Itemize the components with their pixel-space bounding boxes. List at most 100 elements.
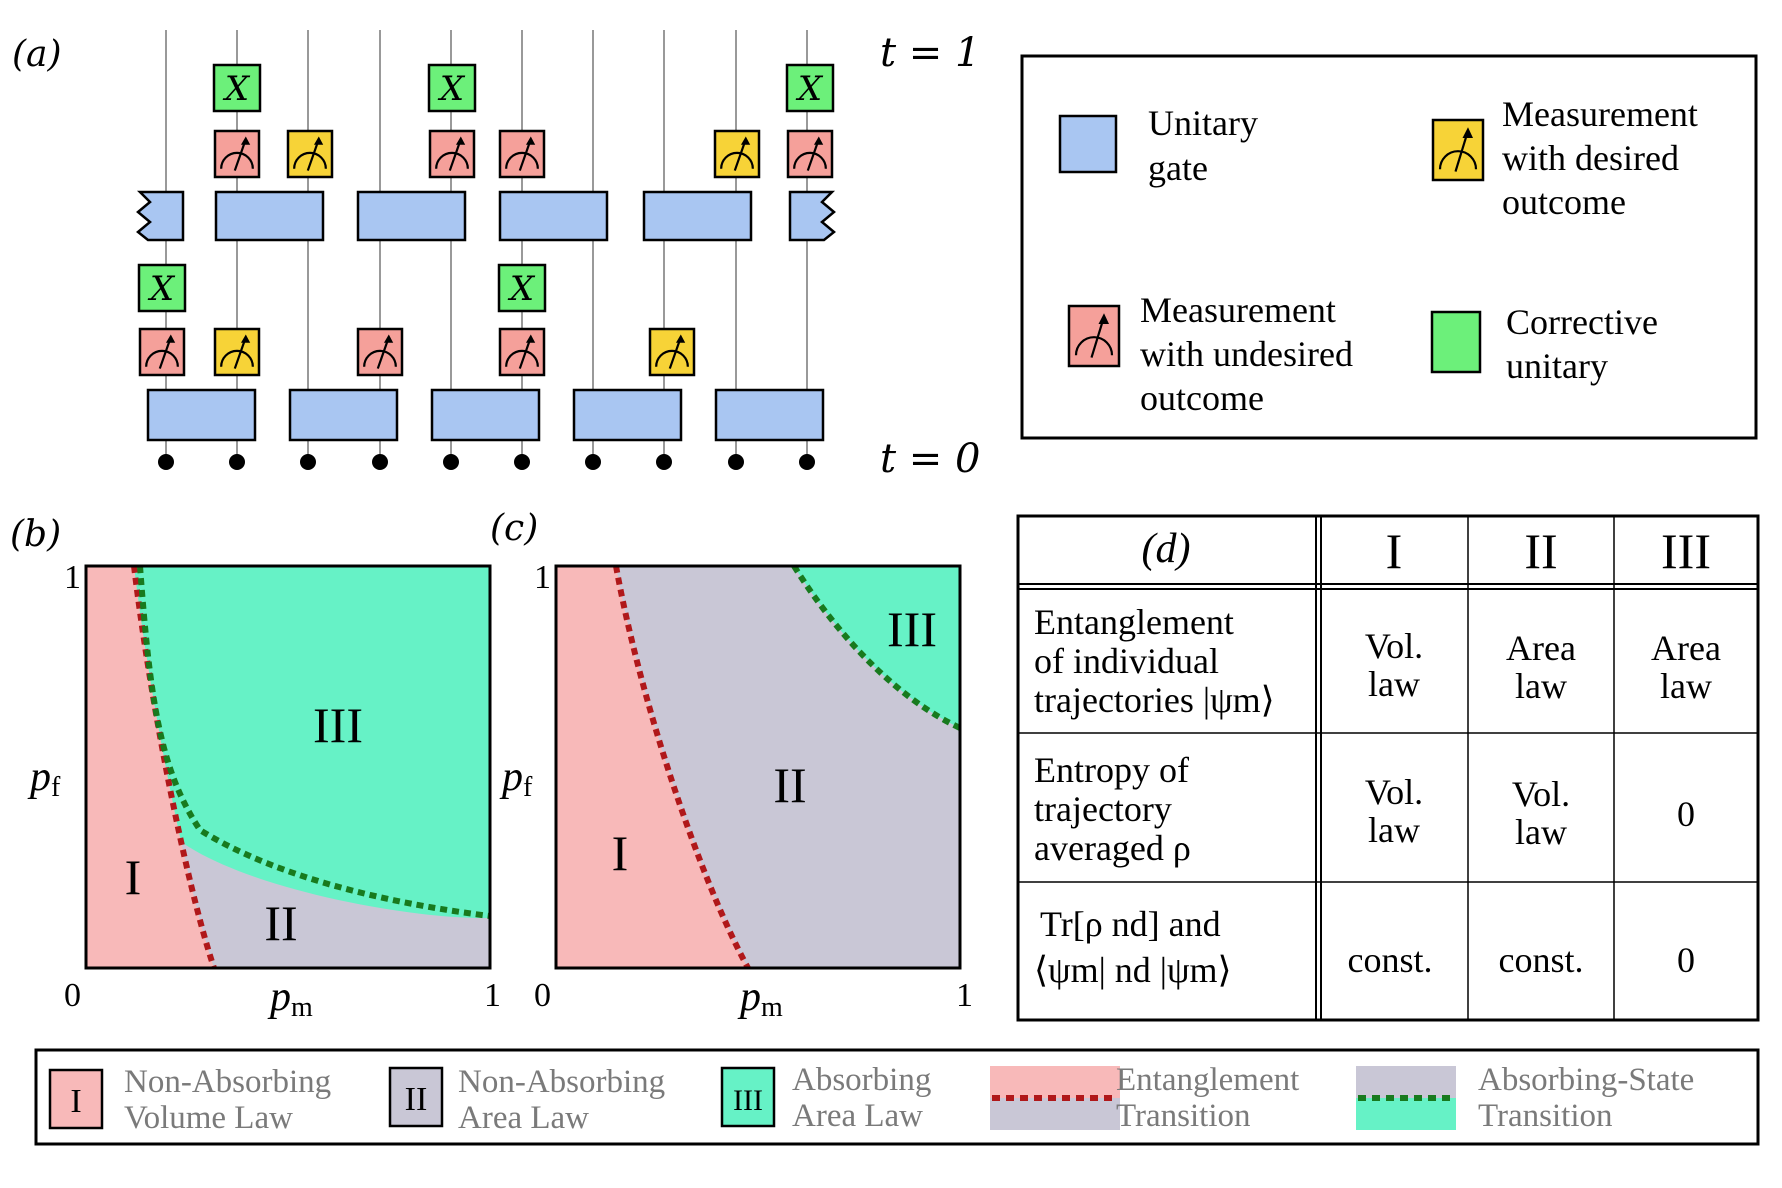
legend-entanglement-line2: Transition [1116, 1098, 1250, 1134]
corrective-unitary [212, 63, 262, 113]
table-row3-I-value: const. [1348, 940, 1433, 980]
entanglement-transition-line-b [131, 565, 217, 969]
unitary-gate [356, 190, 467, 242]
legend-region-III-line2: Area Law [792, 1098, 923, 1134]
region-label-III-c: III [887, 601, 937, 657]
legend-region-I-line1: Non-Absorbing [124, 1064, 331, 1100]
legend-undesired-line3: outcome [1140, 378, 1264, 418]
unitary-gate [642, 190, 753, 242]
legend-absorbing-line2: Transition [1478, 1098, 1612, 1134]
circuit-legend: Unitary gate Measurement with desired ou… [1020, 54, 1758, 440]
corrective-unitary [785, 63, 835, 113]
desired-measurement [213, 327, 261, 377]
corrective-label: X [795, 69, 824, 109]
legend-region-III-symbol: III [733, 1084, 763, 1117]
table-row1-label-line1: Entanglement [1034, 602, 1234, 642]
table-row1-II-line1: Area [1506, 628, 1576, 668]
corrective-unitary [427, 63, 477, 113]
undesired-measurement [498, 327, 546, 377]
undesired-measurement [138, 327, 186, 377]
x-tick-1-c: 1 [956, 977, 973, 1014]
table-row2-II-line2: law [1515, 812, 1567, 852]
legend-corrective-line2: unitary [1506, 346, 1608, 386]
legend-unitary-swatch [1058, 114, 1118, 174]
legend-region-I-swatch [48, 1068, 104, 1130]
legend-abs-top-swatch [1356, 1066, 1456, 1098]
corrective-unitary [137, 263, 187, 313]
region-I-area-b [86, 566, 214, 968]
region-label-II-b: II [264, 895, 297, 951]
qubit-dot [514, 454, 530, 470]
panel-label-b: (b) [10, 514, 61, 555]
legend-ent-top-swatch [990, 1066, 1120, 1098]
panel-label-a: (a) [12, 34, 62, 75]
table-row1-I-line1: Vol. [1365, 626, 1423, 666]
unitary-gate-partial [788, 190, 836, 242]
qubit-dot [158, 454, 174, 470]
corrective-label: X [147, 269, 176, 309]
table-header-I: I [1386, 523, 1403, 579]
table-header-d: (d) [1142, 526, 1191, 572]
panel-label-c: (c) [490, 508, 538, 549]
legend-undesired-icon [1067, 304, 1121, 368]
unitary-gate [288, 388, 399, 442]
undesired-measurement [213, 129, 261, 179]
unitary-gate [714, 388, 825, 442]
phase-diagram-c: III II I 1 0 1 pm pf [499, 559, 973, 1023]
table-row2-I-line1: Vol. [1365, 772, 1423, 812]
corrective-unitary [497, 263, 547, 313]
properties-table: (d) I II III Entanglement of individual … [1016, 514, 1760, 1022]
table-row3-label-line2: ⟨ψm| nd |ψm⟩ [1034, 950, 1232, 990]
table-row1-label-line3: trajectories |ψm⟩ [1034, 680, 1275, 720]
legend-unitary-line1: Unitary [1148, 103, 1258, 143]
legend-desired-measurement-icon [1431, 118, 1485, 182]
y-axis-label-b: pf [27, 754, 61, 803]
table-row3-III-value: 0 [1677, 940, 1695, 980]
table-row3-label-line1: Tr[ρ nd] and [1040, 904, 1221, 944]
corrective-label: X [222, 69, 251, 109]
unitary-gate [146, 388, 257, 442]
region-label-III-b: III [313, 697, 363, 753]
qubit-dot [585, 454, 601, 470]
y-axis-label-c: pf [499, 754, 533, 803]
region-label-I-b: I [125, 849, 142, 905]
corrective-label: X [507, 269, 536, 309]
unitary-gate-partial [136, 190, 185, 242]
legend-desired-line1: Measurement [1502, 94, 1698, 134]
undesired-measurement [356, 327, 404, 377]
x-axis-label-b: pm [267, 974, 313, 1023]
absorbing-transition-line-b [137, 565, 491, 919]
region-label-II-c: II [773, 757, 806, 813]
legend-region-III-line1: Absorbing [792, 1062, 931, 1098]
qubit-dot [728, 454, 744, 470]
table-row2-label-line2: trajectory [1034, 789, 1172, 829]
unitary-gate [498, 190, 609, 242]
phase-legend-frame [34, 1048, 1760, 1146]
qubit-dot [443, 454, 459, 470]
legend-unitary-line2: gate [1148, 148, 1208, 188]
legend-region-I-symbol: I [70, 1083, 81, 1120]
legend-undesired-line1: Measurement [1140, 290, 1336, 330]
qubit-dot [372, 454, 388, 470]
table-row1-III-line2: law [1660, 666, 1712, 706]
legend-region-II-symbol: II [405, 1081, 428, 1118]
legend-corrective-swatch [1430, 310, 1482, 374]
y-tick-1-b: 1 [64, 559, 81, 596]
table-frame [1016, 514, 1760, 1022]
unitary-gate [214, 190, 325, 242]
qubit-dot [229, 454, 245, 470]
legend-desired-line2: with desired [1502, 138, 1679, 178]
time-top-label: t = 1 [880, 30, 980, 76]
table-header-II: II [1524, 523, 1557, 579]
unitary-gate [572, 388, 683, 442]
legend-corrective-line1: Corrective [1506, 302, 1658, 342]
table-header-III: III [1661, 523, 1711, 579]
x-tick-0-c: 0 [534, 977, 551, 1014]
x-axis-label-c: pm [737, 974, 783, 1023]
undesired-measurement [428, 129, 476, 179]
legend-undesired-line2: with undesired [1140, 334, 1353, 374]
table-row2-I-line2: law [1368, 810, 1420, 850]
table-row3-II-value: const. [1499, 940, 1584, 980]
legend-undesired-measurement-icon [1067, 304, 1121, 368]
